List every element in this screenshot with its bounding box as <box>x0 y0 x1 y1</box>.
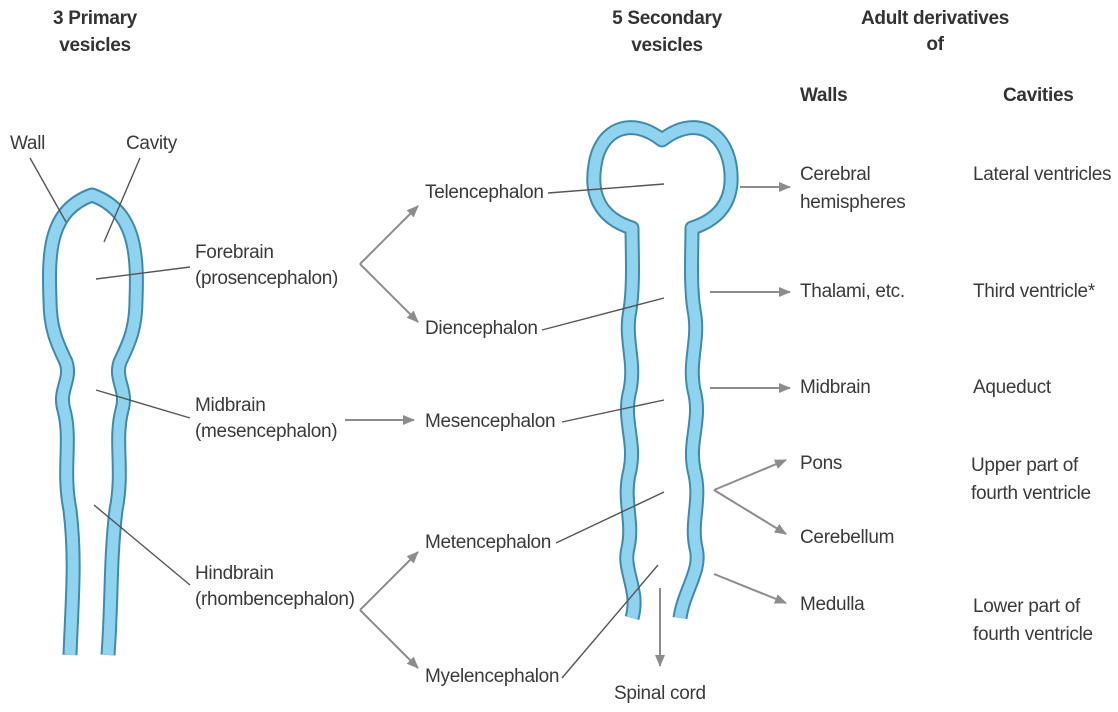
fore-to-tel-arrow <box>360 206 418 264</box>
arrows <box>345 187 790 668</box>
secondary-tube-wall <box>594 128 731 618</box>
forebrain-term: (prosencephalon) <box>195 268 338 290</box>
hind-to-met-arrow <box>360 552 418 610</box>
wall-label: Wall <box>10 133 45 155</box>
midbrain-name: Midbrain <box>195 395 337 417</box>
cerebral-line1: Cerebral <box>800 164 905 186</box>
metencephalon-leader <box>556 492 664 543</box>
metencephalon-label: Metencephalon <box>425 532 551 554</box>
thalami-label: Thalami, etc. <box>800 281 905 303</box>
myelencephalon-label: Myelencephalon <box>425 666 559 688</box>
hindbrain-name: Hindbrain <box>195 563 355 585</box>
adult-header-line2: of <box>848 34 1022 56</box>
fore-to-di-arrow <box>360 264 418 322</box>
lateral-ventricles-label: Lateral ventricles <box>973 164 1111 186</box>
spinal-cord-label: Spinal cord <box>614 683 706 705</box>
cerebellum-label: Cerebellum <box>800 527 894 549</box>
primary-header-line2: vesicles <box>30 35 160 57</box>
diencephalon-label: Diencephalon <box>425 318 538 340</box>
wall-leader <box>30 158 66 222</box>
myelencephalon-leader <box>562 565 658 678</box>
met-to-cerebellum-arrow <box>714 490 786 534</box>
adult-derivatives-header: Adult derivatives of <box>848 8 1022 56</box>
walls-header: Walls <box>800 85 847 107</box>
forebrain-label: Forebrain (prosencephalon) <box>195 242 338 290</box>
lower-fourth-line2: fourth ventricle <box>973 624 1093 646</box>
primary-vesicle-tube <box>49 195 136 655</box>
midbrain-leader <box>96 390 190 418</box>
midbrain-term: (mesencephalon) <box>195 421 337 443</box>
hindbrain-label: Hindbrain (rhombencephalon) <box>195 563 355 611</box>
telencephalon-label: Telencephalon <box>425 182 544 204</box>
midbrain-label: Midbrain (mesencephalon) <box>195 395 337 443</box>
aqueduct-label: Aqueduct <box>973 377 1051 399</box>
primary-header-line1: 3 Primary <box>30 8 160 30</box>
cavity-label: Cavity <box>126 133 177 155</box>
myel-to-medulla-arrow <box>714 574 786 603</box>
adult-header-line1: Adult derivatives <box>848 8 1022 30</box>
secondary-header-line1: 5 Secondary <box>592 8 742 30</box>
cavities-header: Cavities <box>1003 85 1073 107</box>
secondary-header-line2: vesicles <box>592 35 742 57</box>
cerebral-hemispheres-label: Cerebral hemispheres <box>800 164 905 214</box>
hindbrain-term: (rhombencephalon) <box>195 589 355 611</box>
upper-fourth-line1: Upper part of <box>971 455 1091 477</box>
medulla-label: Medulla <box>800 594 864 616</box>
pons-label: Pons <box>800 453 842 475</box>
mesencephalon-label: Mesencephalon <box>425 411 555 433</box>
midbrain-wall-label: Midbrain <box>800 377 870 399</box>
secondary-vesicle-tube <box>594 128 731 618</box>
cerebral-line2: hemispheres <box>800 192 905 214</box>
third-ventricle-label: Third ventricle* <box>973 281 1095 303</box>
upper-fourth-line2: fourth ventricle <box>971 483 1091 505</box>
diencephalon-leader <box>542 298 664 330</box>
lower-fourth-line1: Lower part of <box>973 596 1093 618</box>
mesencephalon-leader <box>562 400 664 422</box>
secondary-header: 5 Secondary vesicles <box>592 8 742 57</box>
forebrain-name: Forebrain <box>195 242 338 264</box>
telencephalon-leader <box>548 184 664 193</box>
hind-to-myel-arrow <box>360 610 418 668</box>
lower-fourth-ventricle-label: Lower part of fourth ventricle <box>973 596 1093 646</box>
primary-header: 3 Primary vesicles <box>30 8 160 57</box>
met-to-pons-arrow <box>714 460 786 490</box>
upper-fourth-ventricle-label: Upper part of fourth ventricle <box>971 455 1091 505</box>
